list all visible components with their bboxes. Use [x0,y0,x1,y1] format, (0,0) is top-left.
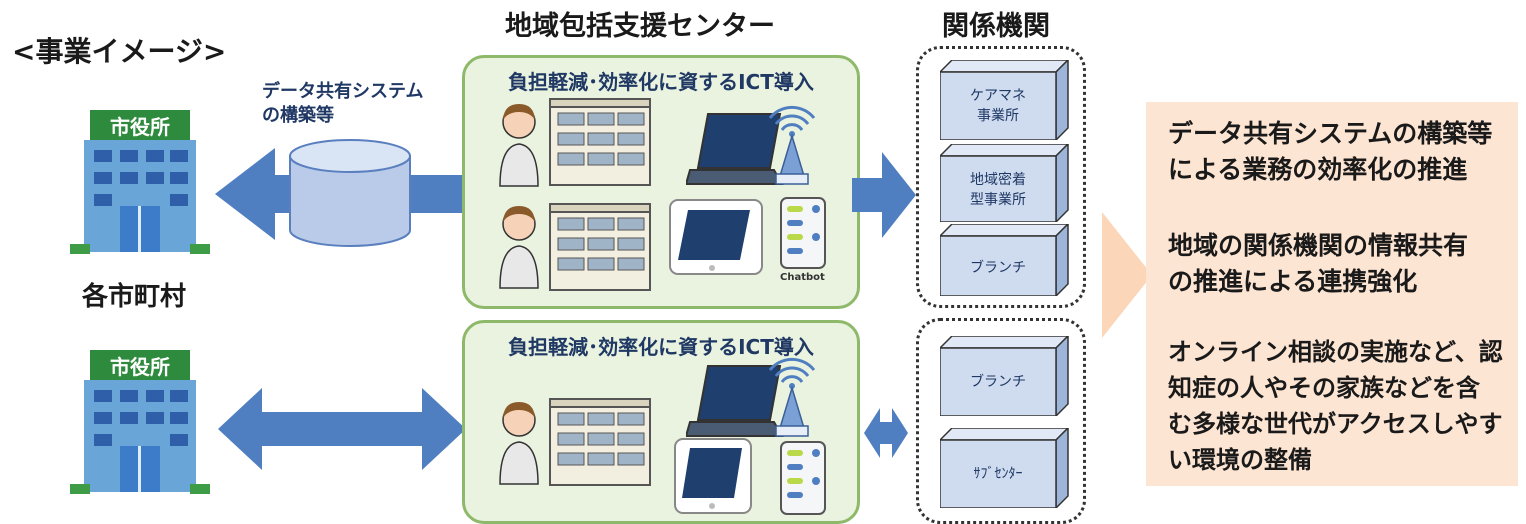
outcome-line: 地域の関係機関の情報共有 [1168,231,1469,260]
data-system-label: データ共有システム の構築等 [262,80,423,128]
municipalities-label: 各市町村 [82,282,187,312]
agency-name: ブランチ [970,374,1026,390]
chatbot-label: Chatbot [780,272,825,283]
right-arrow-icon [852,152,916,238]
center-heading: 地域包括支援センター [505,11,775,42]
agencies-group-top [916,46,1086,308]
cube-shape-icon [940,144,1070,222]
database-cylinder-icon [289,139,411,247]
agency-name: ケアマネ 事業所 [940,86,1056,126]
chatbot-phone-icon [780,441,826,515]
outcomes-panel: データ共有システムの構築等 による業務の効率化の推進 地域の関係機関の情報共有 … [1146,102,1518,486]
agency-cube: 地域密着 型事業所 [940,144,1070,222]
office-building-icon [549,398,651,486]
agency-cube: ブランチ [940,336,1070,416]
outcome-line: データ共有システムの構築等 [1168,119,1493,148]
outcome-item: オンライン相談の実施など、認 知症の人やその家族などを含 む多様な世代がアクセス… [1168,334,1503,478]
double-arrow-icon [864,408,908,458]
agency-name-line2: 事業所 [977,108,1019,124]
office-building-icon [549,98,651,186]
cube-shape-icon [940,336,1070,416]
page-title: <事業イメージ> [12,35,227,68]
outcome-line: オンライン相談の実施など、認 [1168,338,1503,366]
data-system-label-line2: の構築等 [262,105,334,126]
staff-woman-icon [499,104,539,187]
outcome-line: の推進による連携強化 [1168,267,1418,296]
wifi-antenna-icon [768,357,816,437]
double-arrow-icon [218,388,466,470]
agency-cube: ブランチ [940,224,1070,296]
cube-shape-icon [940,224,1070,296]
staff-woman-icon [499,402,539,485]
tablet-icon [674,438,752,514]
outcome-line: 知症の人やその家族などを含 [1168,374,1480,402]
data-system-label-line1: データ共有システム [262,81,424,102]
cube-shape-icon [940,60,1070,140]
city-hall-building-icon [70,110,210,254]
city-hall-sign: 市役所 [110,355,170,379]
wifi-antenna-icon [768,105,816,185]
office-building-icon [549,203,651,291]
outcome-line: い環境の整備 [1168,446,1312,474]
city-hall-sign: 市役所 [110,115,170,139]
agency-cube: ケアマネ 事業所 [940,60,1070,140]
agencies-heading: 関係機関 [942,11,1050,42]
agency-name: 地域密着 型事業所 [940,170,1056,210]
cube-shape-icon [940,428,1070,508]
chatbot-phone-icon [780,197,826,269]
staff-woman-icon [499,206,539,289]
agency-name: ブランチ [970,260,1026,276]
agency-name-line1: ケアマネ [970,88,1026,104]
outcome-line: む多様な世代がアクセスしやす [1168,410,1503,438]
tablet-icon [669,199,763,275]
agency-cube: ｻﾌﾞｾﾝﾀｰ [940,428,1070,508]
outcome-item: データ共有システムの構築等 による業務の効率化の推進 [1168,116,1492,188]
agency-name: ｻﾌﾞｾﾝﾀｰ [973,466,1023,482]
chevron-right-icon [1102,212,1152,338]
city-hall-building-icon [70,350,210,494]
agency-name-line1: 地域密着 [970,172,1026,188]
outcome-line: による業務の効率化の推進 [1168,155,1468,184]
ict-panel-title: 負担軽減･効率化に資するICT導入 [508,335,814,359]
agency-name-line2: 型事業所 [970,192,1026,208]
outcome-item: 地域の関係機関の情報共有 の推進による連携強化 [1168,228,1468,300]
ict-panel-title: 負担軽減･効率化に資するICT導入 [508,70,814,94]
